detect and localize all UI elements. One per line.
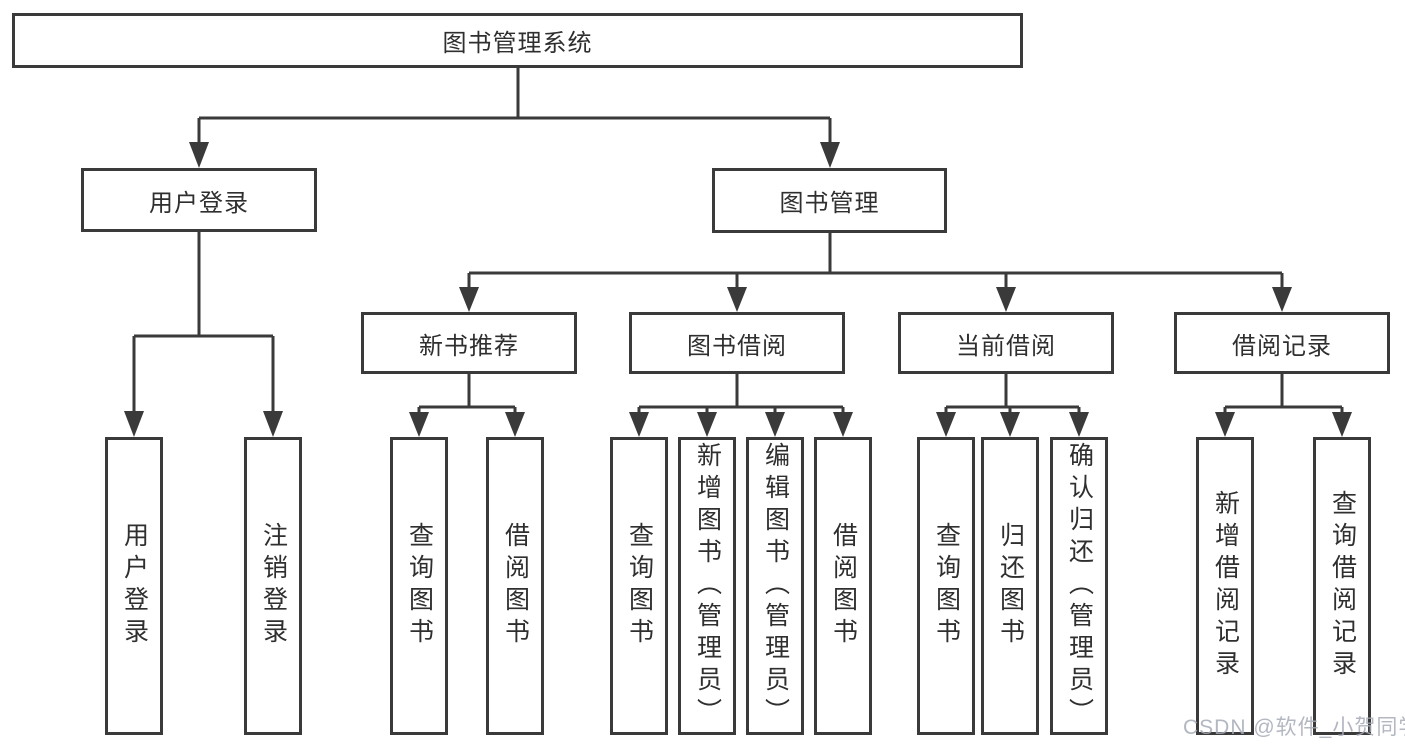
leaf-user-login: 用户登录 — [105, 437, 163, 735]
leaf-nb-query-book: 查询图书 — [390, 437, 448, 735]
node-current-borrowing: 当前借阅 — [898, 312, 1114, 374]
leaf-logout-label: 注销登录 — [259, 522, 288, 650]
leaf-cb-return-book-label: 归还图书 — [996, 522, 1025, 650]
leaf-bb-borrow-book-label: 借阅图书 — [829, 522, 858, 650]
arrowhead — [189, 142, 209, 168]
arrowheads — [124, 142, 1352, 437]
edge-new-book-recommend-to-leaves — [417, 374, 517, 414]
leaf-bb-borrow-book: 借阅图书 — [814, 437, 872, 735]
node-new-book-recommend: 新书推荐 — [361, 312, 577, 374]
leaf-bb-edit-book: 编辑图书（管理员） — [746, 437, 804, 735]
arrowhead — [996, 287, 1016, 312]
arrowhead — [1272, 287, 1292, 312]
leaf-logout: 注销登录 — [244, 437, 302, 735]
edge-user-login-to-leaves — [132, 232, 275, 413]
node-borrowing-records-label: 借阅记录 — [1232, 332, 1332, 360]
node-root-system: 图书管理系统 — [12, 13, 1023, 68]
leaf-cb-query-book-label: 查询图书 — [932, 522, 961, 650]
edge-book-borrowing-to-leaves — [637, 374, 845, 414]
node-borrowing-records: 借阅记录 — [1174, 312, 1390, 374]
leaf-bb-query-book: 查询图书 — [610, 437, 668, 735]
arrowhead — [1332, 412, 1352, 437]
leaf-nb-borrow-book: 借阅图书 — [486, 437, 544, 735]
node-book-borrowing-label: 图书借阅 — [687, 332, 787, 360]
leaf-cb-return-book: 归还图书 — [981, 437, 1039, 735]
arrowhead — [629, 412, 649, 437]
arrowhead — [505, 412, 525, 437]
leaf-bb-query-book-label: 查询图书 — [625, 522, 654, 650]
leaf-cb-query-book: 查询图书 — [917, 437, 975, 735]
leaf-bb-add-book: 新增图书（管理员） — [678, 437, 736, 735]
arrowhead — [820, 142, 840, 168]
edge-book-management-to-level3 — [467, 233, 1284, 289]
leaf-nb-query-book-label: 查询图书 — [405, 522, 434, 650]
arrowhead — [263, 411, 283, 437]
leaf-user-login-label: 用户登录 — [120, 522, 149, 650]
edge-borrowing-records-to-leaves — [1223, 374, 1344, 414]
edge-current-borrowing-to-leaves — [944, 374, 1081, 414]
leaf-cb-confirm-return: 确认归还（管理员） — [1050, 437, 1108, 735]
arrowhead — [936, 412, 956, 437]
leaf-br-query-record: 查询借阅记录 — [1313, 437, 1371, 735]
arrowhead — [833, 412, 853, 437]
arrowhead — [124, 411, 144, 437]
node-user-login: 用户登录 — [81, 168, 317, 232]
node-root-system-label: 图书管理系统 — [442, 30, 593, 57]
arrowhead — [1000, 412, 1020, 437]
leaf-bb-edit-book-label: 编辑图书（管理员） — [761, 442, 790, 730]
leaf-br-add-record-label: 新增借阅记录 — [1211, 490, 1240, 682]
leaf-cb-confirm-return-label: 确认归还（管理员） — [1065, 442, 1094, 730]
leaf-br-add-record: 新增借阅记录 — [1196, 437, 1254, 735]
csdn-watermark: CSDN @软件_小贺同学 — [1183, 716, 1405, 739]
node-book-borrowing: 图书借阅 — [629, 312, 845, 374]
arrowhead — [1069, 412, 1089, 437]
edge-root-to-level2 — [197, 68, 832, 144]
arrowhead — [1215, 412, 1235, 437]
arrowhead — [459, 287, 479, 312]
leaf-br-query-record-label: 查询借阅记录 — [1328, 490, 1357, 682]
node-new-book-recommend-label: 新书推荐 — [419, 332, 519, 360]
node-user-login-label: 用户登录 — [149, 189, 249, 217]
node-book-management-label: 图书管理 — [779, 190, 880, 217]
node-current-borrowing-label: 当前借阅 — [956, 332, 1056, 360]
arrowhead — [727, 287, 747, 312]
arrowhead — [765, 412, 785, 437]
arrowhead — [409, 412, 429, 437]
leaf-nb-borrow-book-label: 借阅图书 — [501, 522, 530, 650]
arrowhead — [697, 412, 717, 437]
node-book-management: 图书管理 — [712, 168, 947, 233]
leaf-bb-add-book-label: 新增图书（管理员） — [693, 442, 722, 730]
